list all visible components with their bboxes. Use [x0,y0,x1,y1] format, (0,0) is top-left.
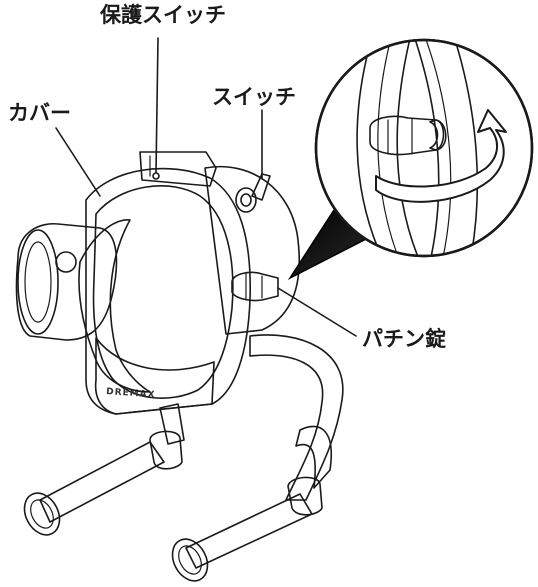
label-protect-switch: 保護スイッチ [99,3,226,27]
label-latch: パチン錠 [362,327,446,351]
power-switch [235,173,271,213]
stand [23,334,344,582]
label-cover: カバー [8,101,71,125]
knob-icon [55,251,77,273]
machine-body: DREMAX [78,151,300,415]
latch [231,271,279,302]
cover-leader [55,127,101,197]
zoom-callout [287,38,534,280]
leader-lines [55,37,357,337]
feed-chute [15,222,118,341]
brand-label: DREMAX [106,387,156,400]
label-switch: スイッチ [212,85,296,109]
latch-leader [277,287,357,337]
protect-switch-leader [155,37,159,173]
